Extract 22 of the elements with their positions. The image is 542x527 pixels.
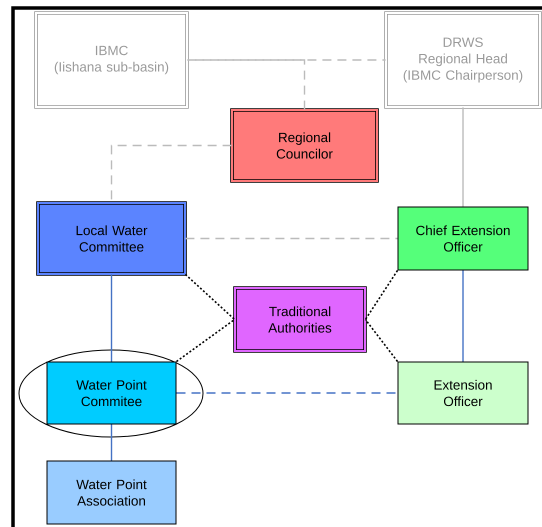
org-box: Regional Councilor [230,108,379,183]
org-box: Traditional Authorities [233,286,367,353]
connector-line [110,424,112,460]
org-box: Extension Officer [398,362,528,424]
org-box: Water Point Commitee [46,362,176,424]
highlight-ellipse [18,350,204,438]
connector-line [185,238,398,240]
connector-line [176,392,398,394]
connector-line [187,59,306,110]
connector-line [184,274,236,320]
connector-line [364,319,398,362]
org-box: Chief Extension Officer [398,206,528,270]
org-box: Water Point Association [46,460,176,524]
connector-line [176,318,236,362]
connector-line [187,59,386,61]
connector-line [462,107,464,206]
org-box: DRWS Regional Head (IBMC Chairperson) [384,11,542,109]
org-box: Local Water Committee [36,201,187,276]
connector-line [110,274,112,362]
org-box: IBMC (Iishana sub-basin) [34,11,189,109]
connector-line [364,270,398,320]
connector-line [462,270,464,362]
